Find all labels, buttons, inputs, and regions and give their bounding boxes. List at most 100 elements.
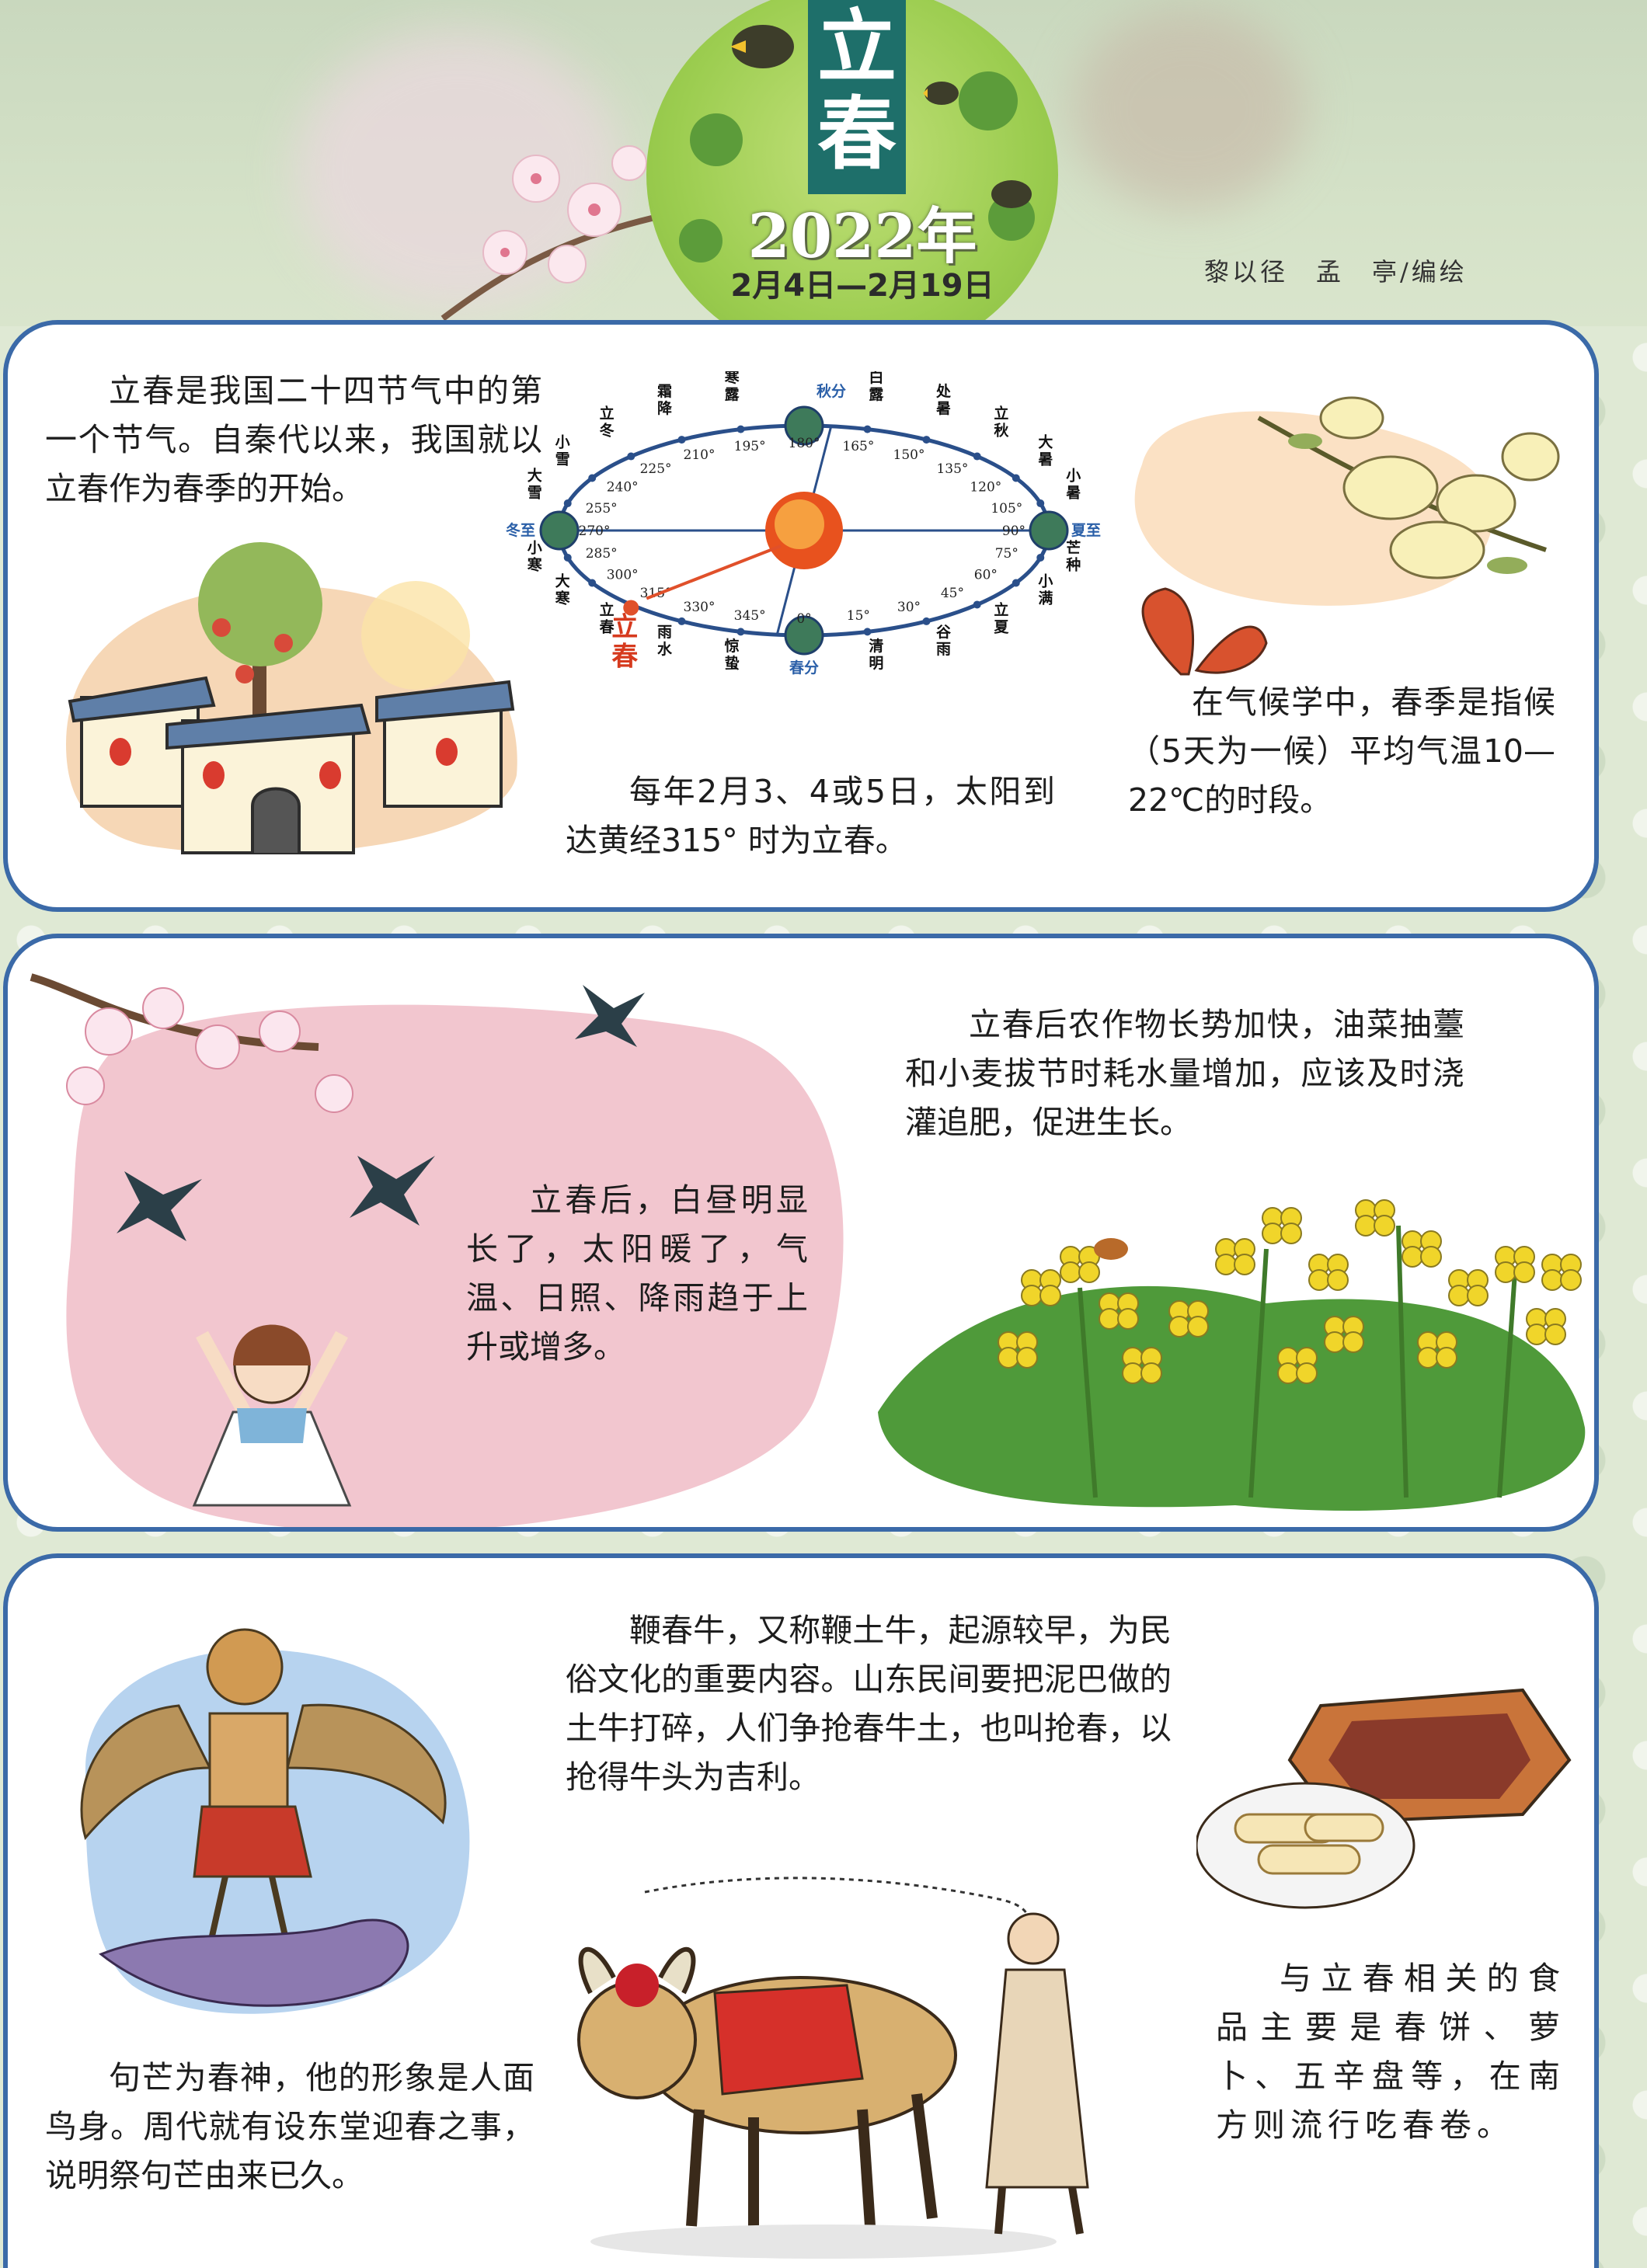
term-name-label: 小满 <box>1038 573 1053 607</box>
term-name-label: 芒种 <box>1065 538 1081 573</box>
term-name-label: 惊蛰 <box>725 637 740 672</box>
rapeseed-petal <box>1021 1285 1043 1306</box>
term-name-label: 大雪 <box>528 467 542 502</box>
daylight-paragraph: 立春后，白昼明显长了，太阳暖了，气温、日照、降雨趋于上升或增多。 <box>466 1181 808 1365</box>
term-point <box>736 425 745 433</box>
term-point <box>1036 553 1045 562</box>
earth-icon <box>1029 510 1069 551</box>
term-point <box>922 436 931 444</box>
sun-direction-arrow <box>646 544 782 600</box>
term-name-label: 立秋 <box>994 404 1009 439</box>
term-degree-label: 105° <box>991 501 1022 517</box>
rapeseed-petal <box>1324 1331 1346 1353</box>
term-degree-label: 30° <box>897 600 921 615</box>
cardinal-term-label: 秋分 <box>817 382 846 400</box>
lichun-marker <box>623 600 639 616</box>
author-credit: 黎以径 孟 亭/编绘 <box>1204 257 1468 287</box>
term-point <box>863 425 872 433</box>
term-point <box>1012 579 1020 587</box>
term-name-label: 雨水 <box>657 624 673 658</box>
term-degree-label: 135° <box>936 461 968 477</box>
term-degree-label: 15° <box>847 608 870 624</box>
rapeseed-petal <box>1560 1269 1582 1291</box>
solar-term-title: 立春 <box>808 4 906 178</box>
term-degree-label: 90° <box>1002 524 1025 539</box>
rapeseed-petal <box>1280 1223 1302 1244</box>
term-point <box>627 452 635 461</box>
rapeseed-petal <box>1436 1347 1457 1369</box>
term-name-label: 大暑 <box>1038 433 1053 468</box>
crops-paragraph: 立春后农作物长势加快，油菜抽薹和小麦拔节时耗水量增加，应该及时浇灌追肥，促进生长… <box>905 1006 1464 1141</box>
term-point <box>563 499 572 508</box>
rapeseed-petal <box>1308 1269 1330 1291</box>
badge-trees-illustration <box>679 25 1035 263</box>
term-degree-label: 330° <box>684 600 716 615</box>
rapeseed-petal <box>1016 1347 1038 1369</box>
year-label: 2022年 <box>747 201 977 272</box>
term-point <box>863 628 872 636</box>
term-point <box>588 579 597 587</box>
term-degree-label: 225° <box>640 461 672 477</box>
panel-customs: 句芒为春神，他的形象是人面鸟身。周代就有设东堂迎春之事，说明祭句芒由来已久。 鞭… <box>3 1553 1599 2268</box>
girl-swallows-illustration <box>30 973 844 1527</box>
term-name-label: 立冬 <box>600 404 615 439</box>
ecliptic-caption: 每年2月3、4或5日，太阳到达黄经315° 时为立春。 <box>566 773 1055 859</box>
food-paragraph: 与立春相关的食品主要是春饼、萝卜、五辛盘等，在南方则流行吃春卷。 <box>1216 1960 1565 2144</box>
earth-icon <box>539 510 580 551</box>
term-name-label: 大寒 <box>555 572 570 607</box>
rapeseed-petal <box>1262 1223 1283 1244</box>
panel-introduction: 立春是我国二十四节气中的第一个节气。自秦代以来，我国就以立春作为春季的开始。 1… <box>3 320 1599 912</box>
climate-paragraph: 在气候学中，春季是指候（5天为一候）平均气温10—22℃的时段。 <box>1128 684 1555 819</box>
ecliptic-diagram: 15°清明30°谷雨45°立夏60°小满75°芒种90°105°小暑120°大暑… <box>506 371 1101 677</box>
term-point <box>1012 474 1020 482</box>
earth-icon <box>784 405 824 446</box>
term-degree-label: 345° <box>734 608 766 624</box>
term-point <box>1036 499 1045 508</box>
rapeseed-petal <box>1187 1316 1209 1337</box>
term-name-label: 霜降 <box>656 383 673 417</box>
rapeseed-petal <box>1355 1215 1377 1237</box>
rapeseed-petal <box>1140 1362 1162 1384</box>
term-name-label: 小寒 <box>528 539 542 573</box>
rapeseed-petal <box>1078 1261 1100 1283</box>
rapeseed-petal <box>1296 1362 1318 1384</box>
rapeseed-petal <box>1342 1331 1364 1353</box>
term-name-label: 小雪 <box>555 434 570 468</box>
term-point <box>588 474 597 482</box>
term-degree-label: 195° <box>734 439 766 454</box>
rapeseed-petal <box>1215 1254 1237 1275</box>
solar-term-title-text: 立春 <box>817 1 897 181</box>
rapeseed-petal <box>1402 1246 1423 1268</box>
earth-icon <box>784 615 824 656</box>
term-point <box>677 617 686 625</box>
rapeseed-petal <box>1544 1324 1566 1345</box>
badge-title-band <box>808 0 906 194</box>
rapeseed-petal <box>1448 1285 1470 1306</box>
rapeseed-petal <box>1168 1316 1190 1337</box>
term-name-label: 谷雨 <box>936 624 952 658</box>
term-degree-label: 45° <box>941 586 964 601</box>
spring-ox-illustration <box>577 1877 1089 2259</box>
intro-paragraph: 立春是我国二十四节气中的第一个节气。自秦代以来，我国就以立春作为春季的开始。 <box>45 372 542 507</box>
cardinal-term-label: 冬至 <box>506 521 535 539</box>
rapeseed-petal <box>1122 1362 1144 1384</box>
rapeseed-petal <box>1234 1254 1255 1275</box>
term-name-label: 立春 <box>600 601 615 636</box>
panel-spring-changes: 立春后，白昼明显长了，太阳暖了，气温、日照、降雨趋于上升或增多。 立春后农作物长… <box>3 934 1599 1532</box>
goumang-paragraph: 句芒为春神，他的形象是人面鸟身。周代就有设东堂迎春之事，说明祭句芒由来已久。 <box>45 2059 534 2194</box>
term-point <box>677 436 686 444</box>
rapeseed-petal <box>1420 1246 1442 1268</box>
term-degree-label: 180° <box>789 436 820 451</box>
whip-ox-paragraph: 鞭春牛，又称鞭土牛，起源较早，为民俗文化的重要内容。山东民间要把泥巴做的土牛打碎… <box>566 1612 1172 1796</box>
term-degree-label: 120° <box>970 480 1001 496</box>
magnolia-butterfly-illustration <box>1134 396 1560 676</box>
rapeseed-petal <box>1513 1261 1535 1283</box>
rapeseed-petal <box>1526 1324 1548 1345</box>
term-degree-label: 285° <box>586 546 618 562</box>
term-degree-label: 150° <box>893 447 925 463</box>
term-point <box>922 617 931 625</box>
rapeseed-petal <box>1467 1285 1489 1306</box>
term-degree-label: 165° <box>842 439 874 454</box>
date-range: 2月4日—2月19日 <box>730 268 994 304</box>
term-name-label: 清明 <box>869 637 883 672</box>
